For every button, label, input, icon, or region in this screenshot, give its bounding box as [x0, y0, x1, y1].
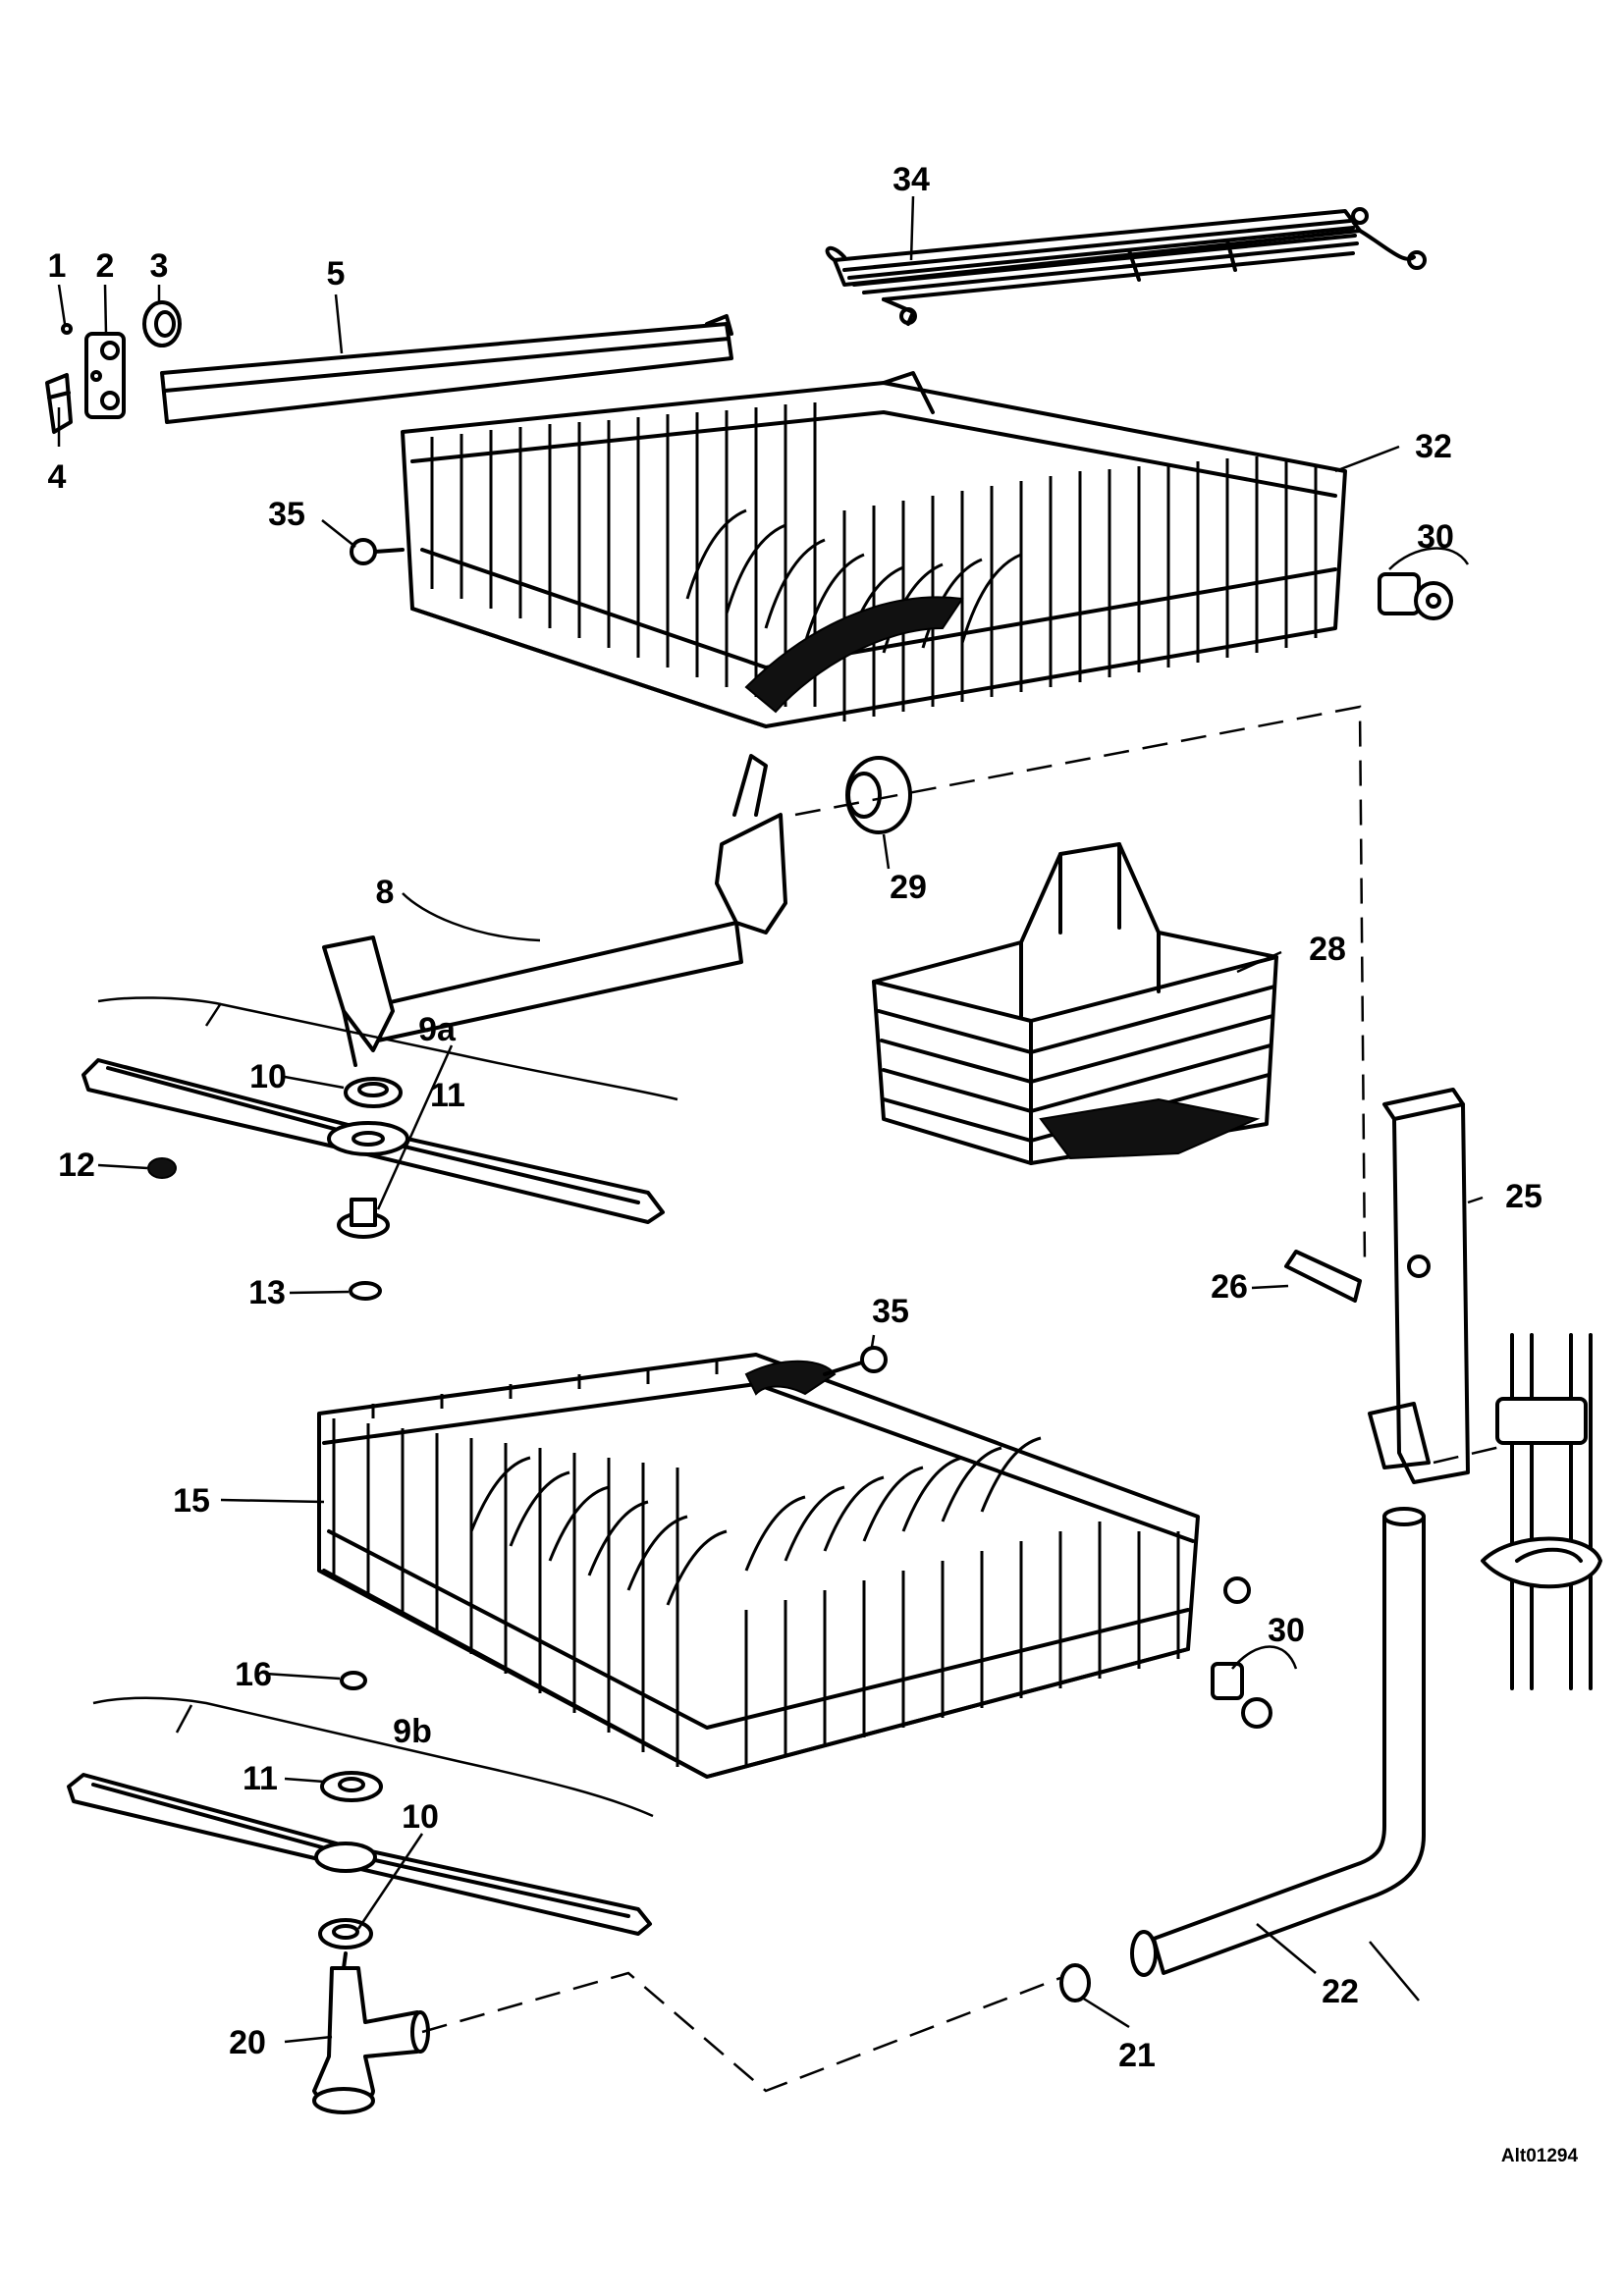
callout-1: 1 — [48, 247, 67, 285]
part-9b-lower-spray-arm — [67, 1773, 652, 1936]
upper-basket-side-wires — [430, 402, 1318, 721]
callout-28: 28 — [1309, 931, 1346, 968]
part-11-hub-upper — [337, 1198, 390, 1239]
part-13-washer — [349, 1281, 382, 1301]
reference-code: Alt01294 — [1501, 2146, 1579, 2166]
callout-32: 32 — [1415, 428, 1452, 465]
part-10-ring-upper — [344, 1077, 403, 1108]
callout-15: 15 — [173, 1482, 210, 1520]
part-10-ring-lower — [318, 1918, 373, 1949]
callout-12: 12 — [58, 1147, 95, 1184]
part-22-pipe — [1130, 1507, 1426, 1977]
part-9a-upper-spray-arm — [81, 1058, 665, 1224]
part-21-seal-ring — [1059, 1963, 1091, 2002]
callout-34: 34 — [893, 161, 930, 198]
callout-35-upper: 35 — [268, 496, 305, 533]
part-32-upper-basket — [401, 371, 1347, 728]
callout-9b: 9b — [393, 1713, 432, 1750]
leader-lines — [57, 195, 1484, 2044]
part-30-wheel-assembly-upper — [1378, 547, 1470, 620]
part-20-feed-elbow — [312, 1951, 430, 2114]
part-5-rail — [160, 314, 733, 424]
part-28-cutlery-basket — [872, 842, 1278, 1165]
part-15-lower-basket — [317, 1353, 1200, 1779]
callout-2: 2 — [96, 247, 115, 285]
callout-26: 26 — [1211, 1268, 1248, 1306]
part-3-roller — [142, 300, 182, 347]
part-16-cap — [340, 1671, 367, 1690]
part-35-stop-upper — [350, 538, 405, 565]
part-30-wheel-assembly-lower — [1211, 1576, 1298, 1729]
callout-30-lower: 30 — [1268, 1612, 1305, 1649]
lower-basket-side-wires — [332, 1360, 1180, 1767]
part-29-grommet — [845, 756, 912, 834]
callout-30-upper: 30 — [1417, 518, 1454, 556]
callout-11-lower: 11 — [243, 1760, 278, 1797]
arm-grouping-brackets — [92, 996, 678, 1818]
callout-25: 25 — [1505, 1178, 1542, 1215]
part-25-feed-pipe — [1368, 1088, 1470, 1484]
assembly-dashed-lines — [421, 705, 1518, 2093]
callout-35-lower: 35 — [872, 1293, 909, 1330]
callout-10-lower: 10 — [402, 1798, 439, 1836]
part-4-end-stop — [45, 373, 73, 434]
callout-5: 5 — [327, 255, 346, 293]
part-12-nut — [147, 1157, 177, 1179]
callout-10-upper: 10 — [249, 1058, 287, 1095]
callout-13: 13 — [248, 1274, 286, 1311]
part-8-spray-feed-tube — [322, 754, 787, 1067]
callout-16: 16 — [235, 1656, 272, 1693]
part-35-stop-lower — [823, 1346, 888, 1376]
callout-21: 21 — [1118, 2037, 1156, 2074]
part-26-clip — [1284, 1250, 1362, 1303]
part-1-clip — [61, 323, 73, 335]
part-34-cup-shelf — [825, 207, 1427, 326]
upper-basket-inner-tines — [685, 508, 1022, 657]
lower-basket-plate-tines — [469, 1436, 1042, 1606]
part-2-bracket — [84, 332, 126, 419]
callout-3: 3 — [150, 247, 169, 285]
callout-20: 20 — [229, 2024, 266, 2061]
callout-9a: 9a — [418, 1011, 457, 1048]
callout-29: 29 — [890, 869, 927, 906]
callout-22: 22 — [1322, 1973, 1359, 2010]
callout-11-upper: 11 — [430, 1077, 465, 1114]
callout-labels: 1 2 3 4 5 34 32 35 30 29 8 28 9a 10 11 1… — [48, 161, 1579, 2166]
callout-4: 4 — [48, 458, 67, 496]
part-11-hub-lower — [320, 1771, 383, 1802]
callout-8: 8 — [376, 874, 395, 911]
side-support-assembly — [1481, 1333, 1602, 1690]
